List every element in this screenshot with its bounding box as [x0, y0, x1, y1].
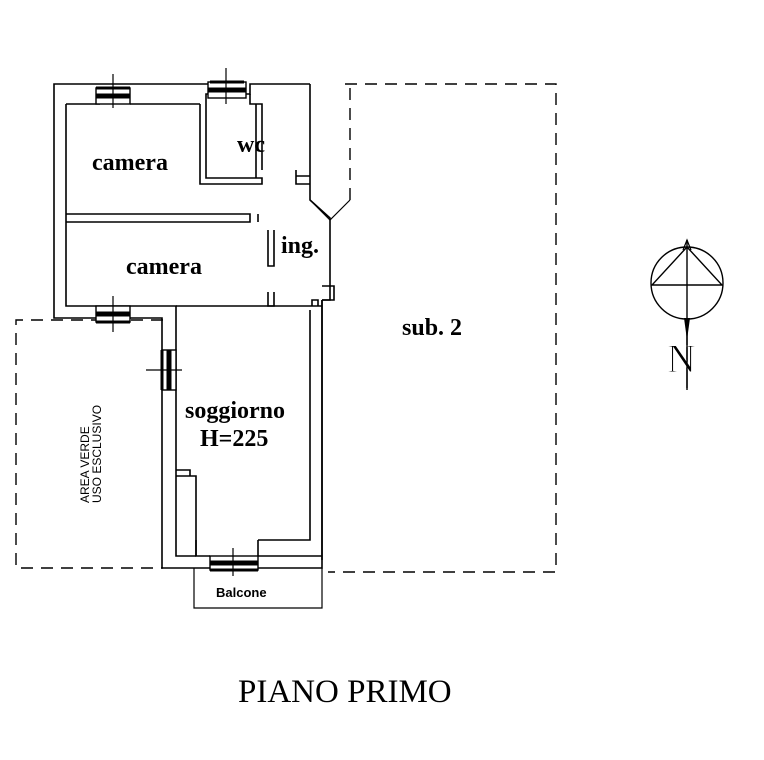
window-soggiorno-side — [146, 349, 182, 391]
room-label-ingresso: ing. — [281, 233, 319, 259]
area-verde-line2: USO ESCLUSIVO — [90, 405, 104, 503]
room-label-wc: wc — [237, 132, 265, 158]
room-label-soggiorno: soggiorno — [185, 398, 285, 424]
window-balcone — [209, 548, 259, 576]
room-label-camera-top: camera — [92, 150, 168, 176]
north-label: N — [667, 336, 696, 381]
area-verde-boundary — [15, 319, 163, 569]
window-camera-top — [95, 74, 131, 108]
area-verde-line1: AREA VERDE — [78, 426, 92, 503]
windows — [95, 68, 259, 576]
room-label-balcone: Balcone — [216, 585, 267, 600]
interior-walls — [66, 84, 351, 609]
room-label-sub-2: sub. 2 — [402, 315, 462, 341]
sub-2-boundary — [328, 83, 557, 573]
window-camera-bottom — [95, 296, 131, 332]
north-arrow-icon: N — [650, 238, 724, 390]
window-wc — [207, 68, 247, 104]
room-label-soggiorno-height: H=225 — [200, 426, 268, 452]
plan-title: PIANO PRIMO — [238, 674, 452, 710]
room-label-camera-bottom: camera — [126, 254, 202, 280]
